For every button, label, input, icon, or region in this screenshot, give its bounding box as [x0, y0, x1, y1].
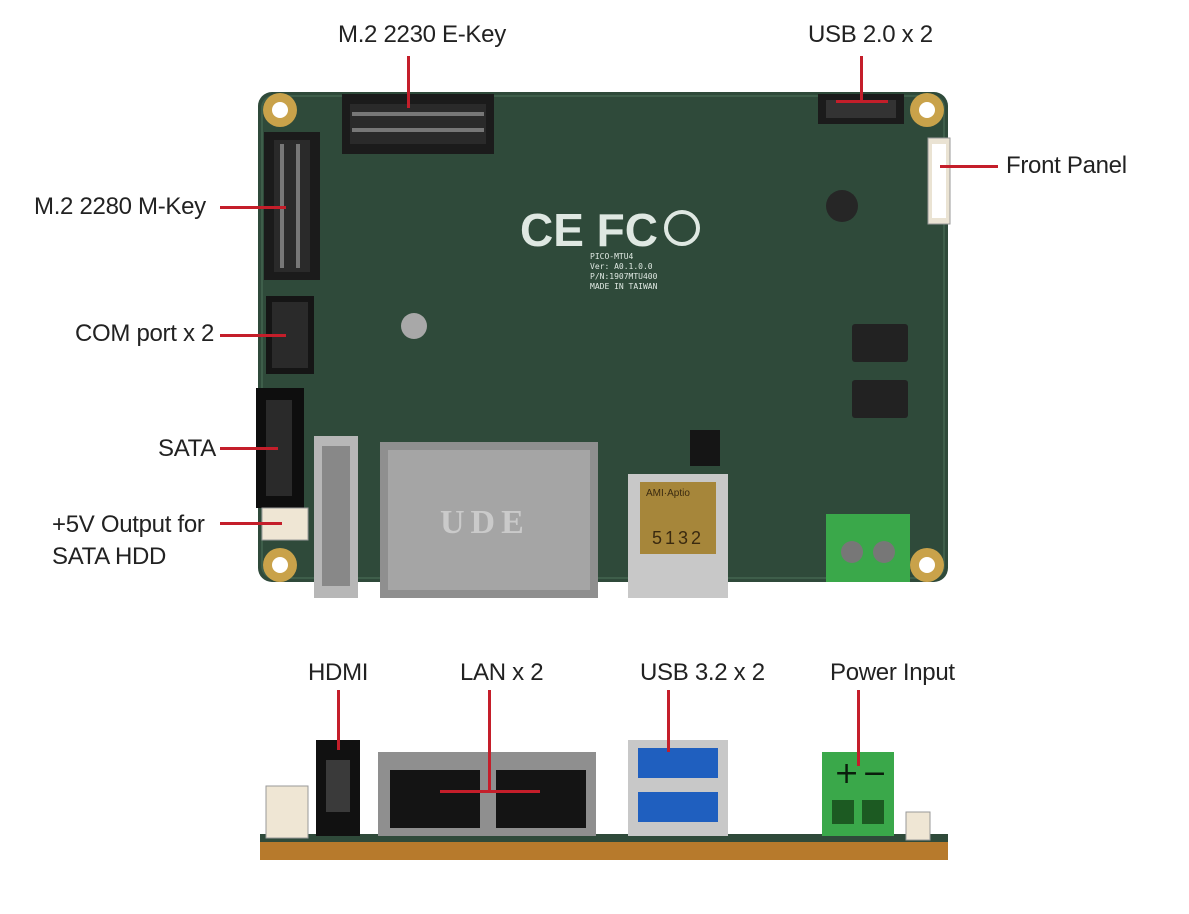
rj45-dual-top: [380, 442, 598, 598]
label-usb32: USB 3.2 x 2: [640, 659, 765, 686]
leader-sata: [220, 447, 278, 450]
capacitor-a: [852, 324, 908, 362]
m2-e-key-slot: [342, 94, 494, 154]
label-m2-e-key: M.2 2230 E-Key: [338, 21, 506, 48]
leader-usb20-h: [836, 100, 888, 103]
label-front-panel: Front Panel: [1006, 152, 1127, 179]
screw-a: [401, 313, 427, 339]
leader-front-panel: [940, 165, 998, 168]
label-sata-power-line2: SATA HDD: [52, 543, 167, 570]
label-hdmi: HDMI: [308, 659, 369, 686]
leader-com-port: [220, 334, 286, 337]
label-com-port: COM port x 2: [75, 320, 215, 347]
mounting-holes: [263, 93, 944, 582]
rj45-dual-front: [378, 752, 596, 836]
rj45-brand-text: UDE: [440, 504, 530, 541]
leader-m2-e-key: [407, 56, 410, 108]
terminal-block-top: [826, 514, 910, 582]
leader-usb32: [667, 690, 670, 752]
silkscreen-made-in: MADE IN TAIWAN: [590, 282, 658, 291]
label-m2-m-key: M.2 2280 M-Key: [34, 193, 206, 220]
hdmi-connector-front: [316, 740, 360, 836]
ce-fc-logo: CE FC: [520, 204, 700, 256]
bios-label-line2: 5132: [652, 528, 705, 548]
front-panel-connector: [927, 137, 951, 225]
capacitor-b: [852, 380, 908, 418]
silkscreen-pn: P/N:1907MTU400: [590, 272, 658, 281]
small-connector-front: [905, 811, 931, 841]
sata-power-front: [265, 785, 309, 839]
label-lan: LAN x 2: [460, 659, 544, 686]
leader-power-input: [857, 690, 860, 766]
label-usb20: USB 2.0 x 2: [808, 21, 933, 48]
leader-hdmi: [337, 690, 340, 750]
terminal-plus-text: +: [834, 756, 860, 791]
bios-label-line1: AMI·Aptio: [646, 488, 690, 499]
leader-m2-m-key: [220, 206, 286, 209]
label-sata: SATA: [158, 435, 216, 462]
leader-sata-power: [220, 522, 282, 525]
silkscreen-model: PICO-MTU4: [590, 252, 634, 261]
leader-usb20-v: [860, 56, 863, 102]
label-power-input: Power Input: [830, 659, 955, 686]
terminal-block-front: [822, 752, 894, 836]
label-sata-power-line1: +5V Output for: [52, 511, 205, 538]
silkscreen-version: Ver: A0.1.0.0: [590, 262, 653, 271]
usb32-top: [628, 474, 728, 598]
usb32-front: [628, 740, 728, 836]
leader-lan-h: [440, 790, 540, 793]
terminal-minus-text: −: [862, 756, 888, 791]
leader-lan-v: [488, 690, 491, 790]
screw-b: [826, 190, 858, 222]
pcb-edge: [260, 840, 948, 860]
svg-text:CE FC: CE FC: [520, 204, 658, 256]
jumper: [690, 430, 720, 466]
hdmi-connector-top: [314, 436, 358, 598]
